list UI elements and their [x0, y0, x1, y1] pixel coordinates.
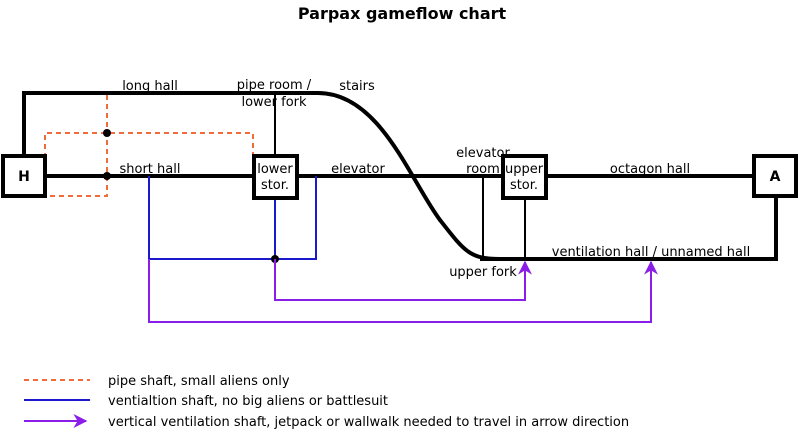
- vertical-shaft-outer: [148, 259, 658, 323]
- legend: pipe shaft, small aliens only ventialtio…: [24, 374, 629, 430]
- junction-dot-pipe-upper: [103, 129, 111, 137]
- label-long-hall: long hall: [122, 79, 178, 94]
- pipe-shaft-long-drop: [45, 95, 108, 197]
- label-ventilation-hall: ventilation hall / unnamed hall: [552, 245, 751, 260]
- hall-paths: [22, 91, 778, 261]
- label-upper-fork: upper fork: [449, 265, 517, 280]
- node-a-label: A: [770, 169, 781, 185]
- upper-stor-label-line2: stor.: [510, 178, 538, 193]
- label-stairs: stairs: [339, 79, 375, 94]
- ventilation-shaft-paths: [148, 176, 317, 260]
- label-elevator-room-line1: elevator: [456, 146, 510, 161]
- legend-label-vertical-shaft: vertical ventilation shaft, jetpack or w…: [108, 415, 629, 430]
- upper-stor-label-line1: upper: [505, 162, 544, 177]
- node-h: H: [1, 154, 47, 198]
- label-short-hall: short hall: [120, 162, 181, 177]
- lower-stor-label-line2: stor.: [261, 178, 289, 193]
- vertical-shaft-inner: [274, 259, 532, 301]
- node-h-label: H: [18, 169, 30, 185]
- label-octagon-hall: octagon hall: [610, 162, 690, 177]
- label-pipe-room-line1: pipe room /: [237, 78, 312, 93]
- node-lower-stor: lower stor.: [252, 154, 299, 200]
- long-hall-path: [22, 91, 318, 156]
- label-elevator: elevator: [331, 162, 385, 177]
- node-a: A: [752, 154, 798, 198]
- legend-label-pipe-shaft: pipe shaft, small aliens only: [108, 374, 290, 389]
- legend-label-ventilation-shaft: ventialtion shaft, no big aliens or batt…: [108, 394, 388, 409]
- thin-connectors: [274, 93, 526, 259]
- node-upper-stor: upper stor.: [501, 154, 548, 200]
- vertical-shaft-paths: [148, 259, 658, 323]
- vent-shaft-left: [148, 176, 317, 260]
- stairs-curve: [317, 91, 501, 261]
- label-elevator-room-line2: room: [466, 162, 500, 177]
- chart-title: Parpax gameflow chart: [298, 4, 507, 23]
- ventilation-hall-path: [480, 198, 778, 261]
- label-pipe-room-line2: lower fork: [241, 95, 307, 110]
- lower-stor-label-line1: lower: [257, 162, 293, 177]
